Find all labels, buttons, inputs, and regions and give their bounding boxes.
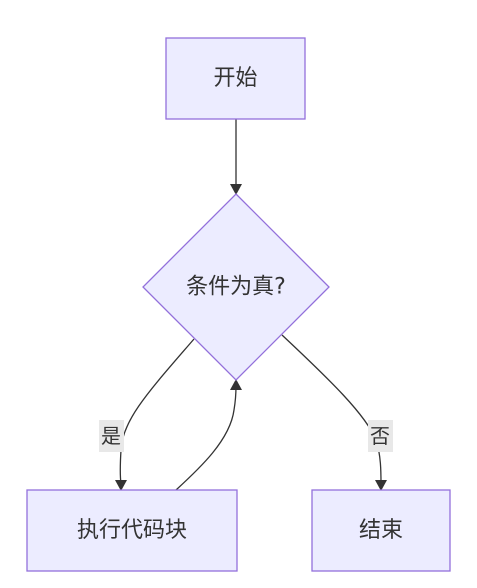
node-execute-label: 执行代码块 <box>77 518 187 543</box>
edge-label-yes-text: 是 <box>101 424 121 448</box>
edge-execute-to-condition <box>175 379 242 491</box>
edge-start-to-condition <box>230 119 242 195</box>
node-start: 开始 <box>165 37 306 120</box>
node-end-label: 结束 <box>359 518 403 543</box>
node-end: 结束 <box>311 489 451 572</box>
edge-label-yes: 是 <box>99 420 124 452</box>
edge-condition-to-end <box>281 334 387 491</box>
edge-condition-to-execute <box>115 338 195 491</box>
edge-label-no: 否 <box>368 420 393 452</box>
node-start-label: 开始 <box>213 66 257 91</box>
edge-label-no-text: 否 <box>370 424 390 448</box>
node-execute: 执行代码块 <box>26 489 238 572</box>
node-condition-label: 条件为真? <box>186 275 286 300</box>
node-condition: 条件为真? <box>142 193 330 381</box>
